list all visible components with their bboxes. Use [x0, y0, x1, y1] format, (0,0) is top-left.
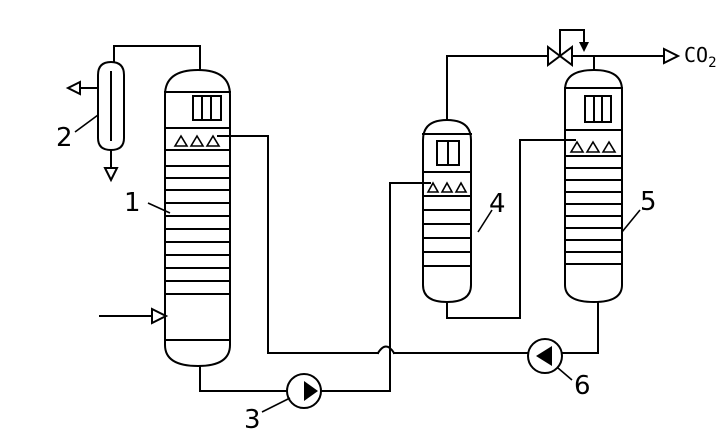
column-4 [422, 118, 472, 304]
control-valve [547, 29, 589, 67]
trays-5 [564, 155, 623, 265]
distributor-4 [426, 181, 468, 193]
leader-1 [147, 202, 171, 214]
pump-3 [286, 373, 322, 409]
distributor-5 [569, 140, 617, 153]
line-1-bottom-to-pump-3 [199, 365, 287, 392]
leader-5 [621, 209, 641, 233]
leader-4 [477, 209, 493, 233]
line-5-bottom-to-pump-6 [561, 301, 599, 354]
vent-arrow-icon [65, 80, 81, 96]
label-pump-6: 6 [574, 371, 591, 401]
leader-3 [261, 397, 291, 413]
line-1-to-header [217, 135, 379, 354]
column-5 [564, 68, 623, 304]
line-4-overhead [446, 55, 549, 121]
pump-icon [304, 381, 318, 401]
trays-4 [422, 195, 472, 267]
cooler-2 [65, 60, 125, 183]
drain-arrow-icon [103, 167, 119, 183]
leader-2 [74, 114, 99, 133]
trays-1 [164, 149, 231, 341]
co2-outlet-arrow-icon [663, 47, 681, 65]
label-column-4: 4 [489, 189, 506, 219]
line-crossover [376, 345, 396, 355]
distributor-1 [173, 134, 221, 147]
line-pump-3-to-column-4 [321, 182, 431, 392]
feed-inlet-arrow [99, 307, 169, 325]
demister-1 [192, 95, 222, 121]
label-co2: CO2 [684, 43, 717, 71]
demister-5 [584, 95, 612, 123]
label-co2-subscript: 2 [708, 55, 716, 71]
pump-6 [527, 338, 563, 374]
pump-icon [536, 346, 552, 366]
label-column-5: 5 [640, 187, 657, 217]
label-pump-3: 3 [244, 405, 261, 435]
label-co2-main: CO [684, 43, 708, 67]
label-column-1: 1 [124, 188, 141, 218]
column-1 [164, 68, 231, 368]
label-cooler-2: 2 [56, 123, 73, 153]
leader-6 [557, 367, 573, 381]
line-4-bottom-to-5 [446, 139, 576, 319]
overhead-line-1-2 [113, 45, 201, 71]
